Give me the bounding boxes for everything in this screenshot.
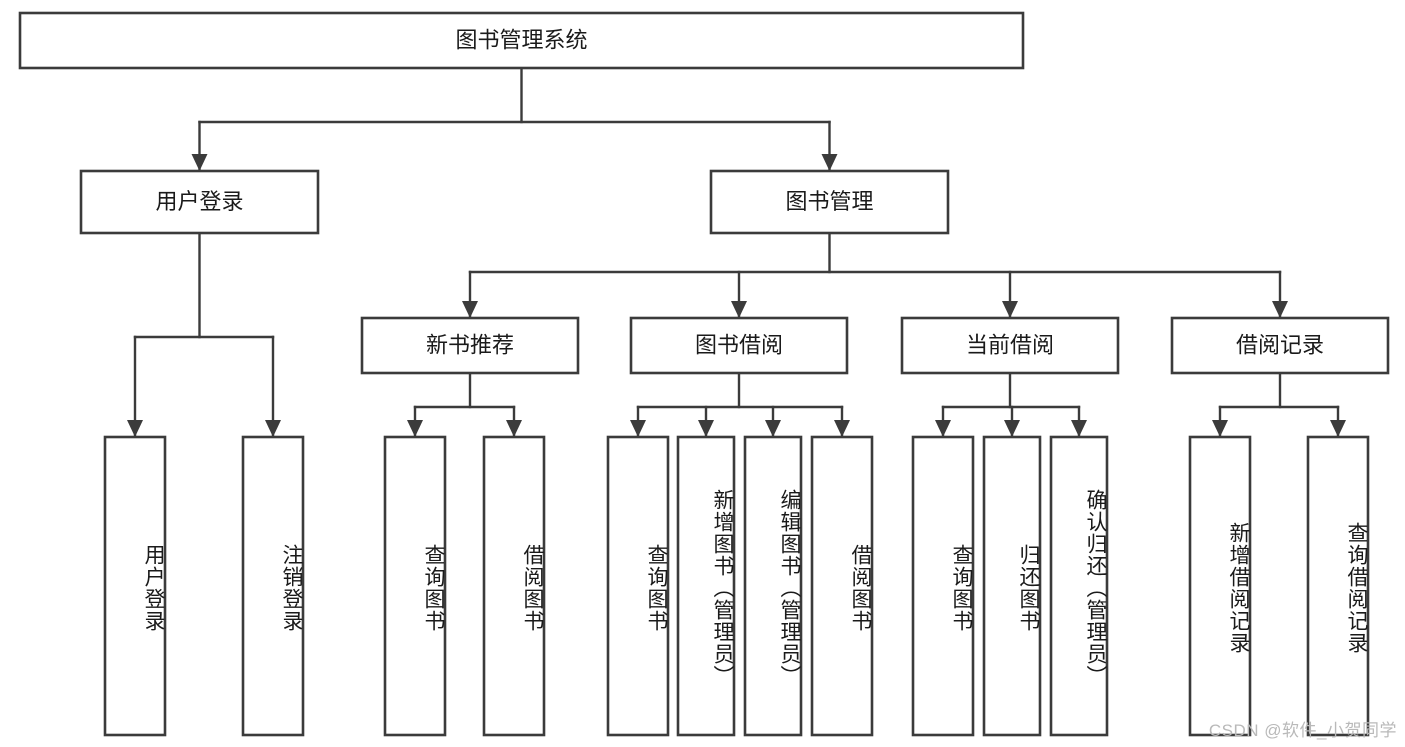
node-box-bookmgmt [709, 169, 950, 235]
node-label-login: 用户登录 [155, 189, 243, 214]
node-label-borrow: 图书借阅 [695, 332, 783, 357]
node-box-leaf-current-confirm [1049, 435, 1109, 737]
node-box-leaf-user-login [103, 435, 167, 737]
arrow-icon-leaf-newbook-borrow [506, 420, 522, 437]
boxes-layer [18, 11, 1390, 737]
node-box-newbook [360, 316, 580, 375]
node-box-borrow [629, 316, 849, 375]
arrow-icon-leaf-user-logout [265, 420, 281, 437]
arrow-icon-login [191, 154, 208, 171]
node-box-leaf-user-logout [241, 435, 305, 737]
arrow-icon-newbook [462, 301, 478, 318]
arrow-icon-leaf-records-query [1330, 420, 1346, 437]
node-box-leaf-newbook-borrow [482, 435, 546, 737]
arrow-icon-leaf-borrow-add [698, 420, 714, 437]
node-box-leaf-current-return [982, 435, 1042, 737]
node-label-current: 当前借阅 [966, 332, 1054, 357]
arrow-icon-leaf-current-query [935, 420, 951, 437]
arrow-icon-borrow [731, 301, 747, 318]
arrow-icon-leaf-borrow-lend [834, 420, 850, 437]
node-box-current [900, 316, 1120, 375]
arrow-icon-leaf-current-confirm [1071, 420, 1087, 437]
arrow-icon-leaf-user-login [127, 420, 143, 437]
arrow-icon-leaf-borrow-query [630, 420, 646, 437]
node-box-leaf-borrow-query [606, 435, 670, 737]
node-box-leaf-records-query [1306, 435, 1370, 737]
node-label-bookmgmt: 图书管理 [785, 189, 873, 214]
node-label-root: 图书管理系统 [455, 27, 587, 52]
node-label-newbook: 新书推荐 [426, 332, 514, 357]
node-box-leaf-records-add [1188, 435, 1252, 737]
node-box-root [18, 11, 1025, 70]
node-box-leaf-current-query [911, 435, 975, 737]
arrow-icon-leaf-current-return [1004, 420, 1020, 437]
node-box-leaf-borrow-add [676, 435, 736, 737]
watermark-text: CSDN @软件_小贺同学 [1208, 721, 1397, 740]
node-box-leaf-borrow-edit [743, 435, 803, 737]
node-box-leaf-newbook-query [383, 435, 447, 737]
node-label-records: 借阅记录 [1236, 332, 1324, 357]
node-box-login [79, 169, 320, 235]
arrow-icon-bookmgmt [821, 154, 838, 171]
arrow-icon-records [1272, 301, 1288, 318]
arrow-icon-leaf-newbook-query [407, 420, 423, 437]
node-box-records [1170, 316, 1390, 375]
node-box-leaf-borrow-lend [810, 435, 874, 737]
connectors-layer [127, 66, 1346, 439]
arrow-icon-current [1002, 301, 1018, 318]
arrow-icon-leaf-records-add [1212, 420, 1228, 437]
arrow-icon-leaf-borrow-edit [765, 420, 781, 437]
